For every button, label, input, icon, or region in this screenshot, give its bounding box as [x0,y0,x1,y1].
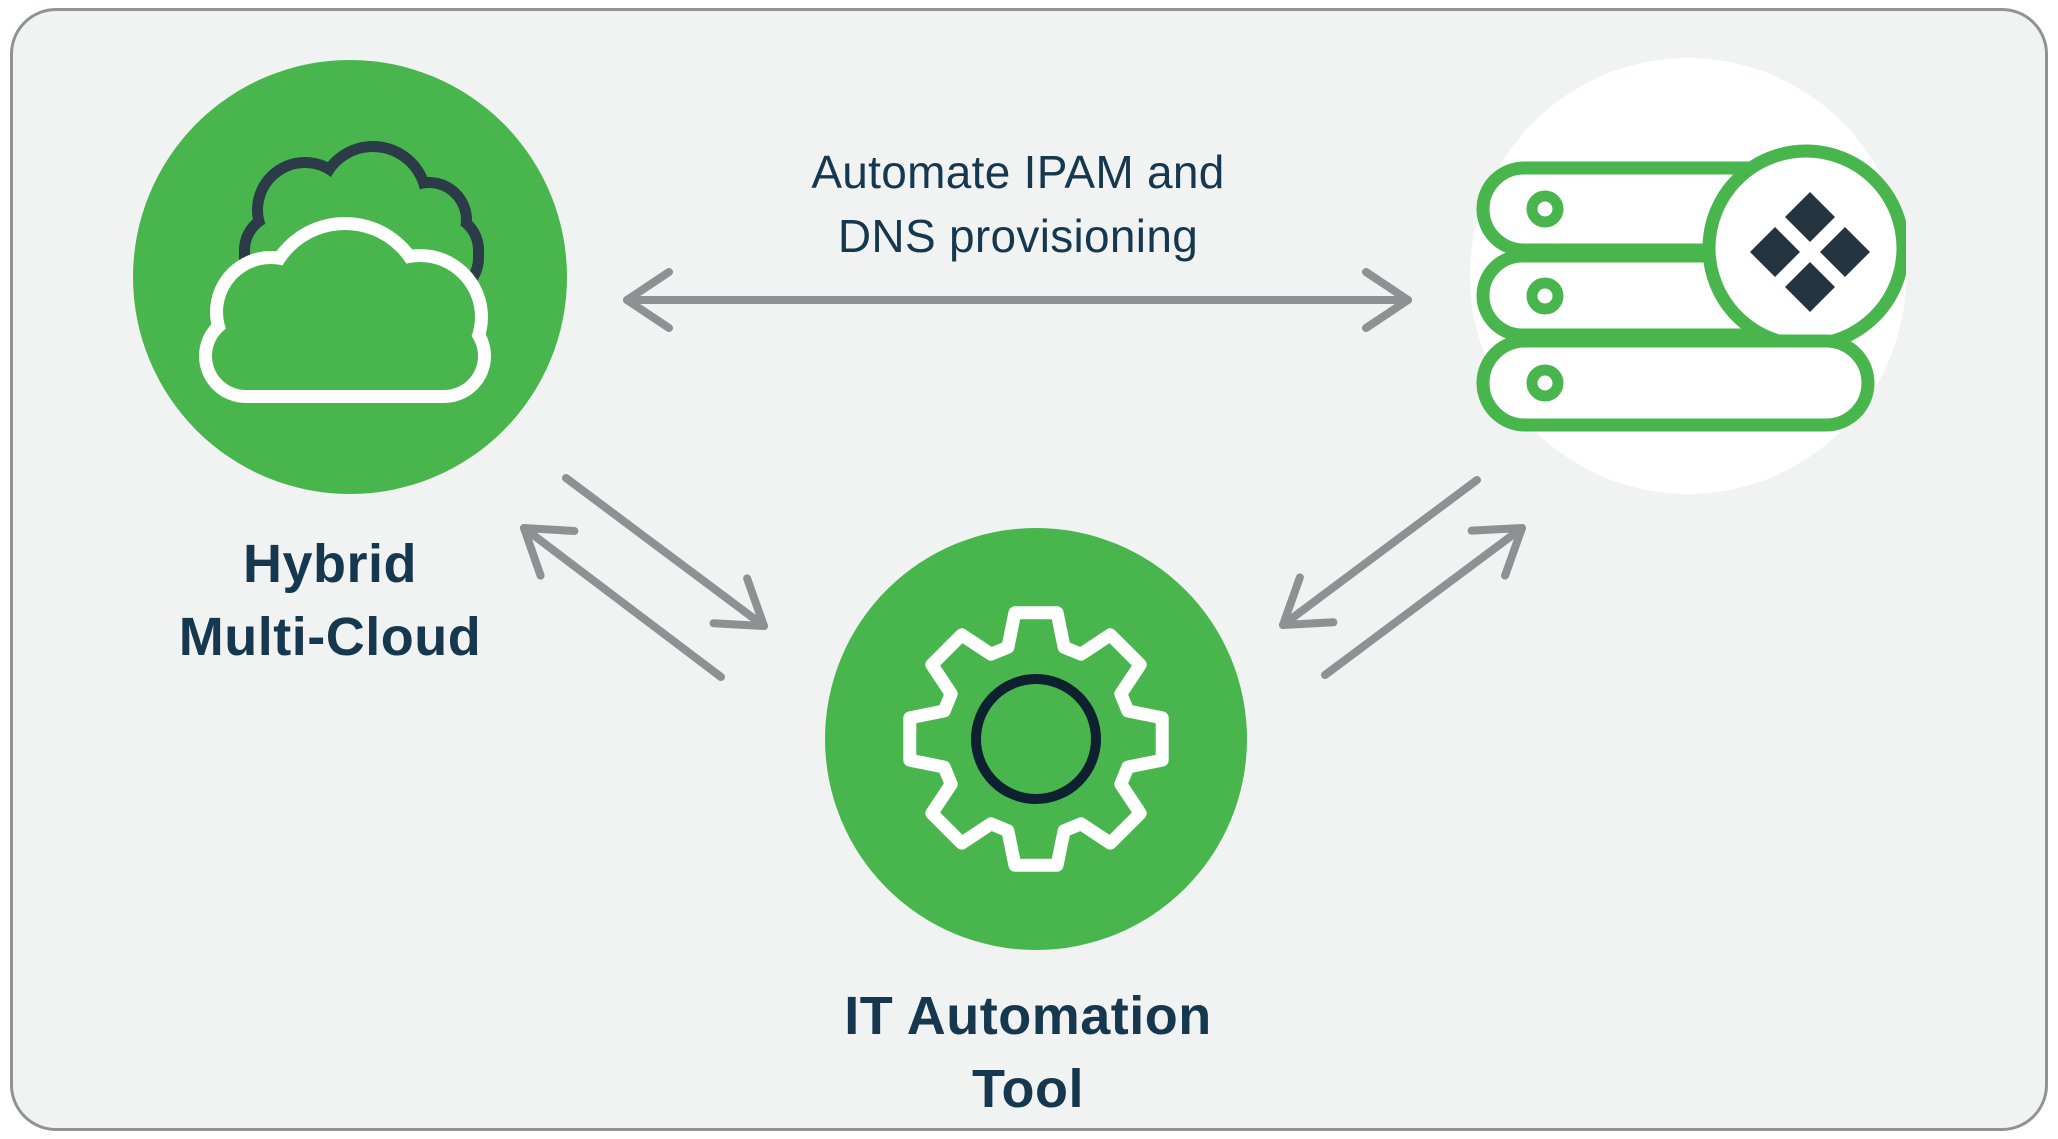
label-line-2: Multi-Cloud [178,607,482,667]
caption-line-1: Automate IPAM and [811,146,1225,198]
diamond-logo-icon [1702,144,1906,352]
server-bar-bottom [1476,334,1875,432]
gear-hub-circle [971,674,1101,804]
gear-icon [903,606,1169,872]
hybrid-multi-cloud-label: Hybrid Multi-Cloud [80,528,580,674]
hybrid-multi-cloud-node [133,60,567,494]
label-line-1: IT Automation [844,986,1212,1046]
it-automation-tool-node [825,528,1247,950]
gear-teeth [903,606,1169,872]
dns-appliance-node [1470,58,1906,494]
caption-line-2: DNS provisioning [837,210,1199,262]
it-automation-tool-label: IT Automation Tool [778,980,1278,1126]
cloud-icon [199,141,491,403]
server-leds [1526,190,1564,402]
label-line-2: Tool [972,1059,1084,1119]
server-stack-icon [1476,144,1906,432]
label-line-1: Hybrid [242,534,418,594]
automation-caption: Automate IPAM and DNS provisioning [758,140,1278,268]
front-cloud-outline [199,217,491,403]
